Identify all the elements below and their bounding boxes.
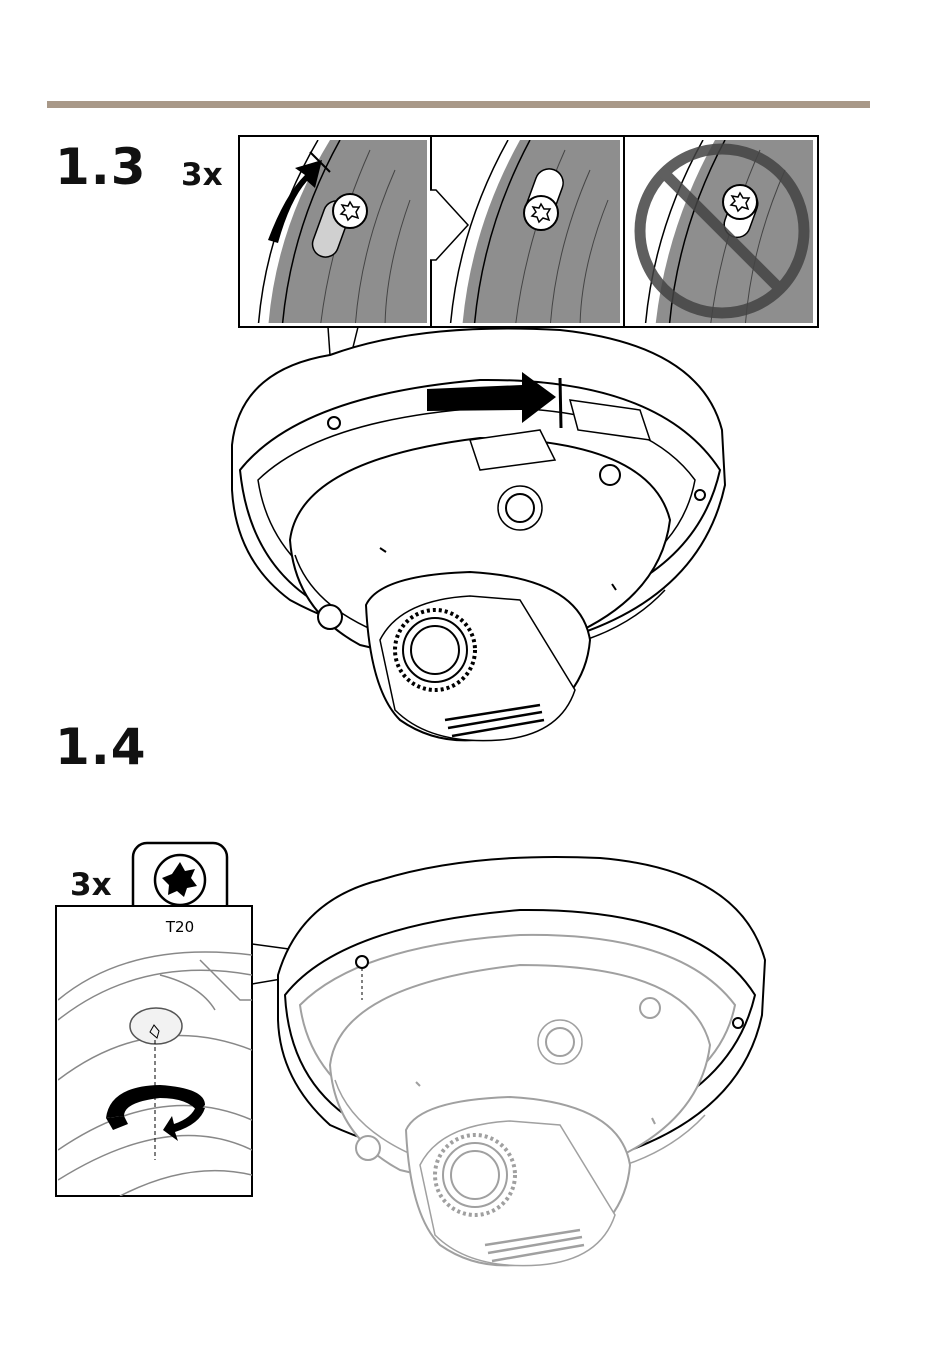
- camera-1-4: [278, 857, 765, 1266]
- tool-label: T20: [165, 918, 194, 936]
